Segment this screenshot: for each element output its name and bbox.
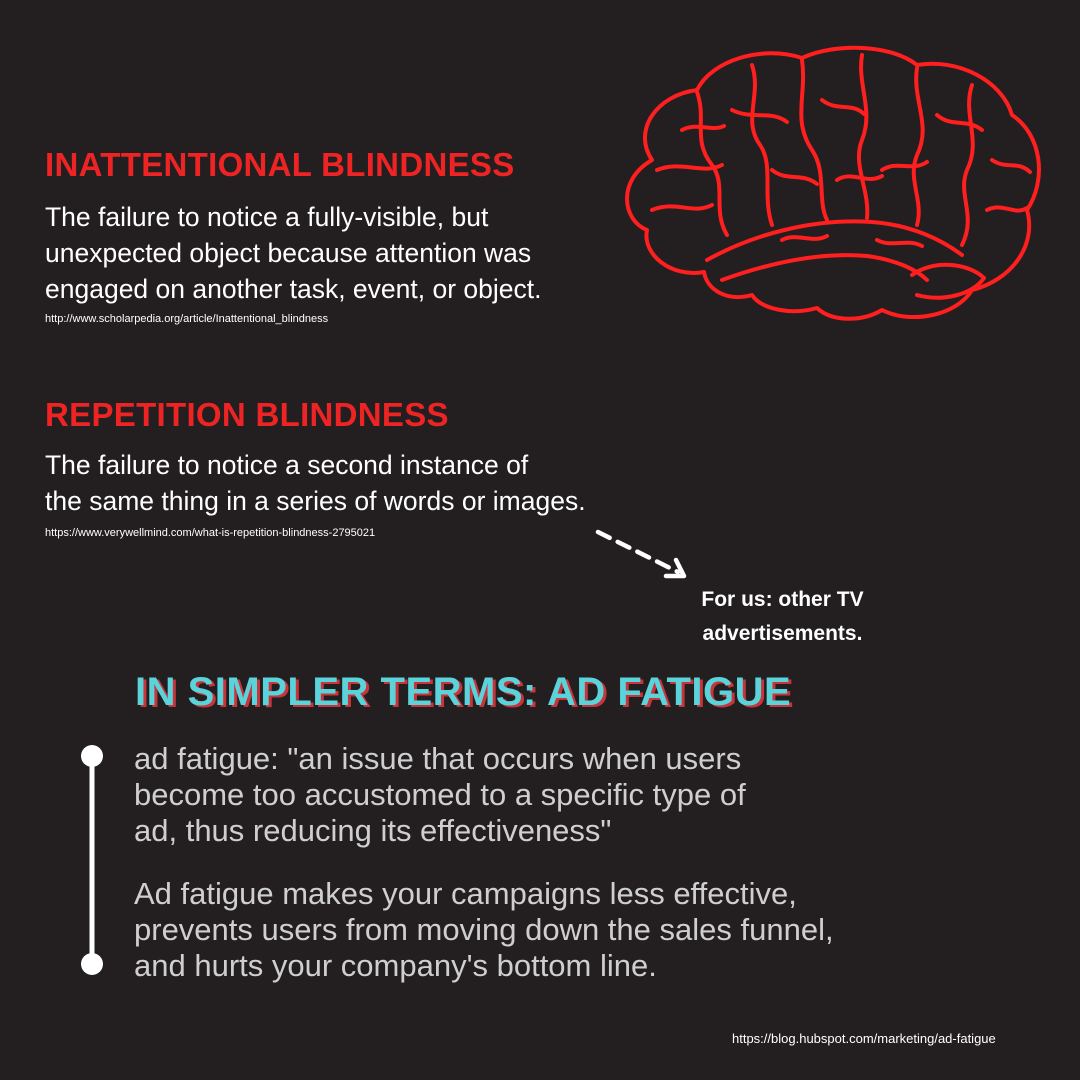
callout-line: advertisements. [702,622,863,645]
definition-line: The failure to notice a second instance … [45,450,529,480]
cerebellum [910,262,986,300]
timeline-bar-icon [81,745,103,975]
repetition-blindness-definition: The failure to notice a second instance … [45,447,586,519]
inattentional-blindness-source: http://www.scholarpedia.org/article/Inat… [45,313,329,325]
repetition-blindness-source: https://www.verywellmind.com/what-is-rep… [45,527,376,539]
ad-fatigue-heading: IN SIMPLER TERMS: AD FATIGUE [135,670,792,714]
temporal-sulcus [705,219,964,262]
tv-ads-callout: For us: other TV advertisements. [690,583,875,651]
definition-line: ad fatigue: "an issue that occurs when u… [134,741,742,776]
ad-fatigue-definition: ad fatigue: "an issue that occurs when u… [134,741,746,849]
inattentional-blindness-definition: The failure to notice a fully-visible, b… [45,199,542,307]
callout-line: For us: other TV [701,588,864,611]
dashed-arrow-icon [595,529,687,579]
definition-line: engaged on another task, event, or objec… [45,274,542,304]
ad-fatigue-effects: Ad fatigue makes your campaigns less eff… [134,876,834,984]
definition-line: become too accustomed to a specific type… [134,777,746,812]
effects-line: and hurts your company's bottom line. [134,948,657,983]
repetition-blindness-heading: REPETITION BLINDNESS [45,396,449,433]
definition-line: ad, thus reducing its effectiveness" [134,813,612,848]
ad-fatigue-source: https://blog.hubspot.com/marketing/ad-fa… [732,1031,996,1046]
definition-line: the same thing in a series of words or i… [45,486,586,516]
definition-line: unexpected object because attention was [45,238,532,268]
brain-illustration [625,45,1041,321]
inattentional-blindness-heading: INATTENTIONAL BLINDNESS [45,146,515,183]
effects-line: Ad fatigue makes your campaigns less eff… [134,876,797,911]
definition-line: The failure to notice a fully-visible, b… [45,202,489,232]
brain-outline [625,45,1041,321]
effects-line: prevents users from moving down the sale… [134,912,834,947]
